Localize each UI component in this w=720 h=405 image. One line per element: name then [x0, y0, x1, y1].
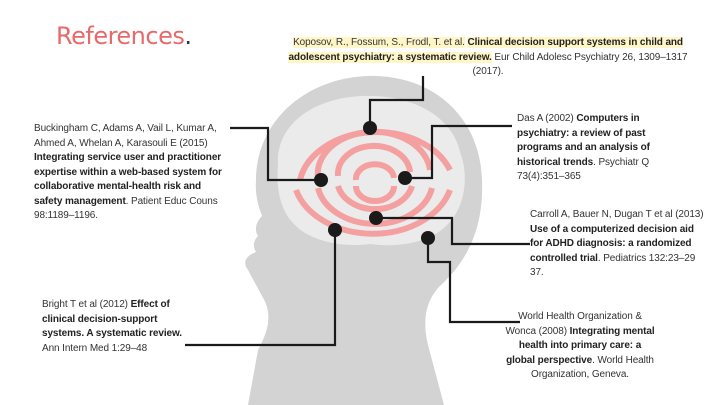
dot-buckingham [314, 173, 328, 187]
reference-who: World Health Organization & Wonca (2008)… [505, 310, 655, 383]
reference-authors: World Health Organization & Wonca (2008) [505, 311, 643, 337]
reference-title: Integrating mental health into primary c… [506, 325, 655, 366]
reference-carroll: Carroll A, Bauer N, Dugan T et al (2013)… [530, 208, 705, 281]
dot-das [398, 171, 412, 185]
reference-authors: Buckingham C, Adams A, Vail L, Kumar A, … [34, 123, 217, 149]
reference-bright: Bright T et al (2012) Effect of clinical… [42, 298, 187, 356]
reference-source: . Pediatrics 132:23–29 37. [530, 252, 696, 279]
reference-source: . World Health Organization, Geneva. [531, 354, 654, 381]
title-dot: . [184, 22, 192, 50]
reference-source: . Patient Educ Couns 98:1189–1196. [34, 195, 218, 222]
connector-lines [185, 76, 530, 347]
reference-title: Integrating service user and practitione… [34, 152, 222, 207]
reference-source: Eur Child Adolesc Psychiatry 26, 1309–13… [472, 51, 688, 78]
reference-title: Use of a computerized decision aid for A… [530, 223, 694, 264]
reference-title: Computers in psychiatry: a review of pas… [517, 113, 650, 168]
reference-authors: Bright T et al (2012) [42, 299, 128, 310]
connector-dots [314, 121, 435, 245]
spiral-rings [293, 128, 453, 237]
reference-buckingham: Buckingham C, Adams A, Vail L, Kumar A, … [34, 122, 224, 224]
reference-authors: Das A (2002) [517, 113, 574, 124]
reference-source: Ann Intern Med 1:29–48 [42, 342, 148, 354]
dot-carroll [369, 211, 383, 225]
reference-title: Effect of clinical decision-support syst… [42, 299, 182, 339]
dot-who [421, 231, 435, 245]
reference-koposov: Koposov, R., Fossum, S., Frodl, T. et al… [282, 36, 694, 80]
page-title: References. [56, 22, 192, 50]
reference-authors: Carroll A, Bauer N, Dugan T et al (2013) [530, 209, 704, 220]
reference-das: Das A (2002) Computers in psychiatry: a … [517, 112, 657, 185]
reference-authors: Koposov, R., Fossum, S., Frodl, T. et al… [293, 37, 465, 48]
dot-bright [328, 223, 342, 237]
reference-source: . Psychiatr Q 73(4):351–365 [517, 156, 650, 183]
dot-koposov [363, 121, 377, 135]
